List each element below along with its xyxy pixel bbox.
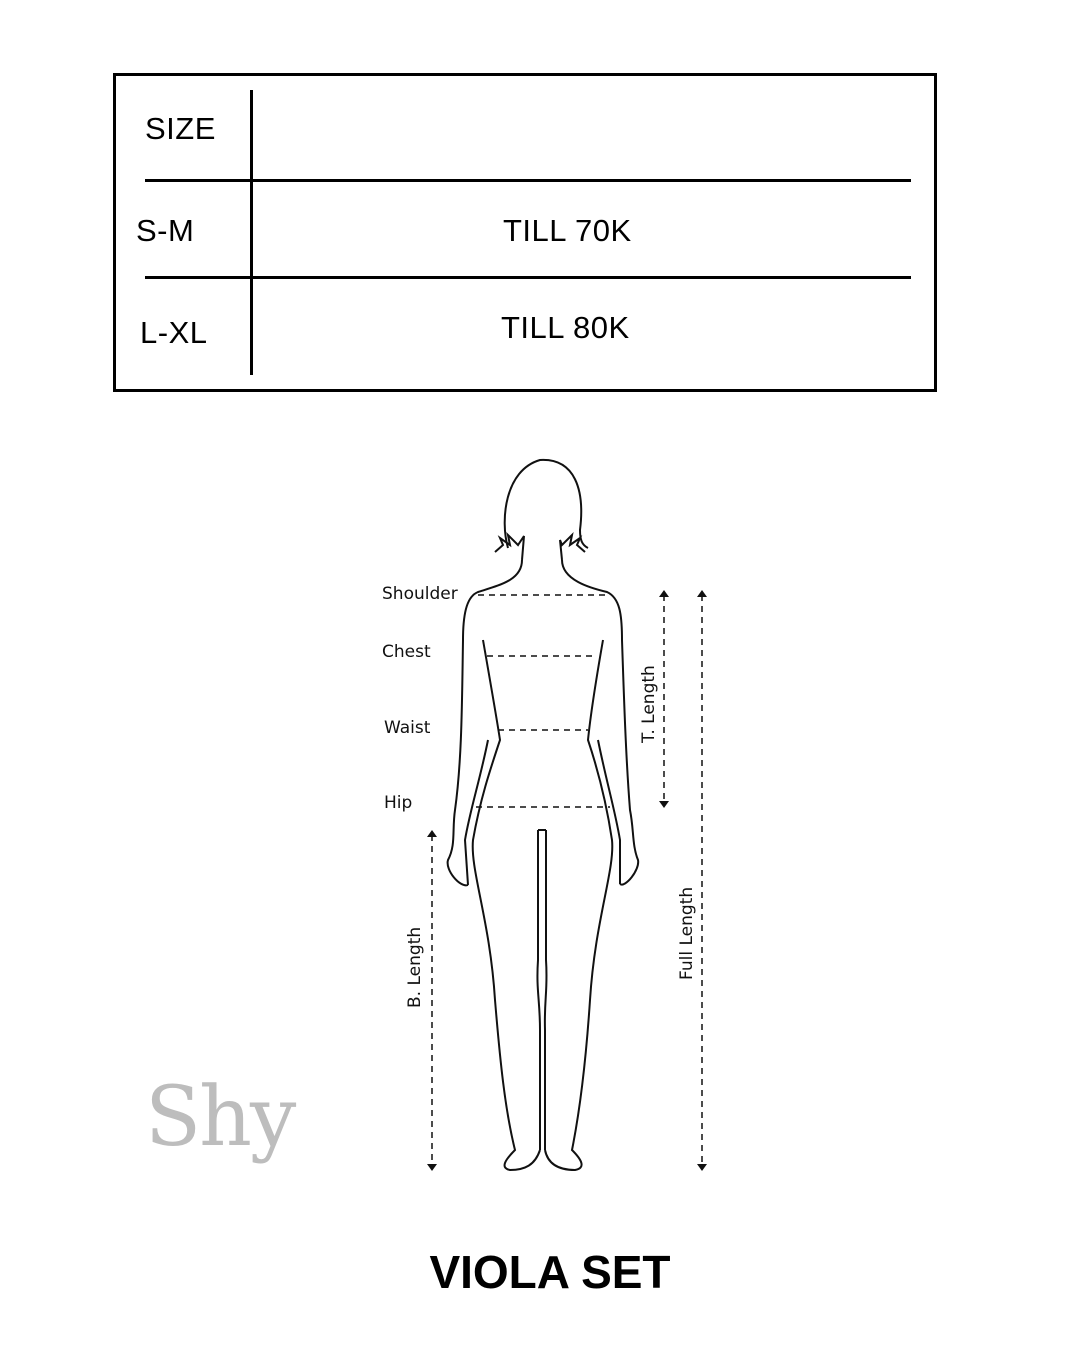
label-hip: Hip xyxy=(384,793,412,813)
size-table xyxy=(113,73,937,392)
label-t-length: T. Length xyxy=(639,665,659,744)
table-cell-value: TILL 80K xyxy=(501,310,630,345)
table-column-divider xyxy=(250,90,253,375)
table-cell-size: L-XL xyxy=(140,315,208,350)
label-chest: Chest xyxy=(382,642,431,662)
table-cell-value: TILL 70K xyxy=(503,213,632,248)
brand-logo: Shy xyxy=(145,1070,296,1165)
body-outline xyxy=(446,458,640,1172)
table-header-size: SIZE xyxy=(145,111,216,146)
measurement-lines xyxy=(431,594,703,1165)
label-full-length: Full Length xyxy=(677,887,697,980)
label-shoulder: Shoulder xyxy=(382,584,458,604)
table-row-divider xyxy=(145,276,911,279)
table-cell-size: S-M xyxy=(136,213,195,248)
product-title: VIOLA SET xyxy=(429,1246,671,1298)
label-b-length: B. Length xyxy=(405,927,425,1008)
arrow-heads xyxy=(427,590,707,1171)
table-row-divider xyxy=(145,179,911,182)
label-waist: Waist xyxy=(384,718,431,738)
